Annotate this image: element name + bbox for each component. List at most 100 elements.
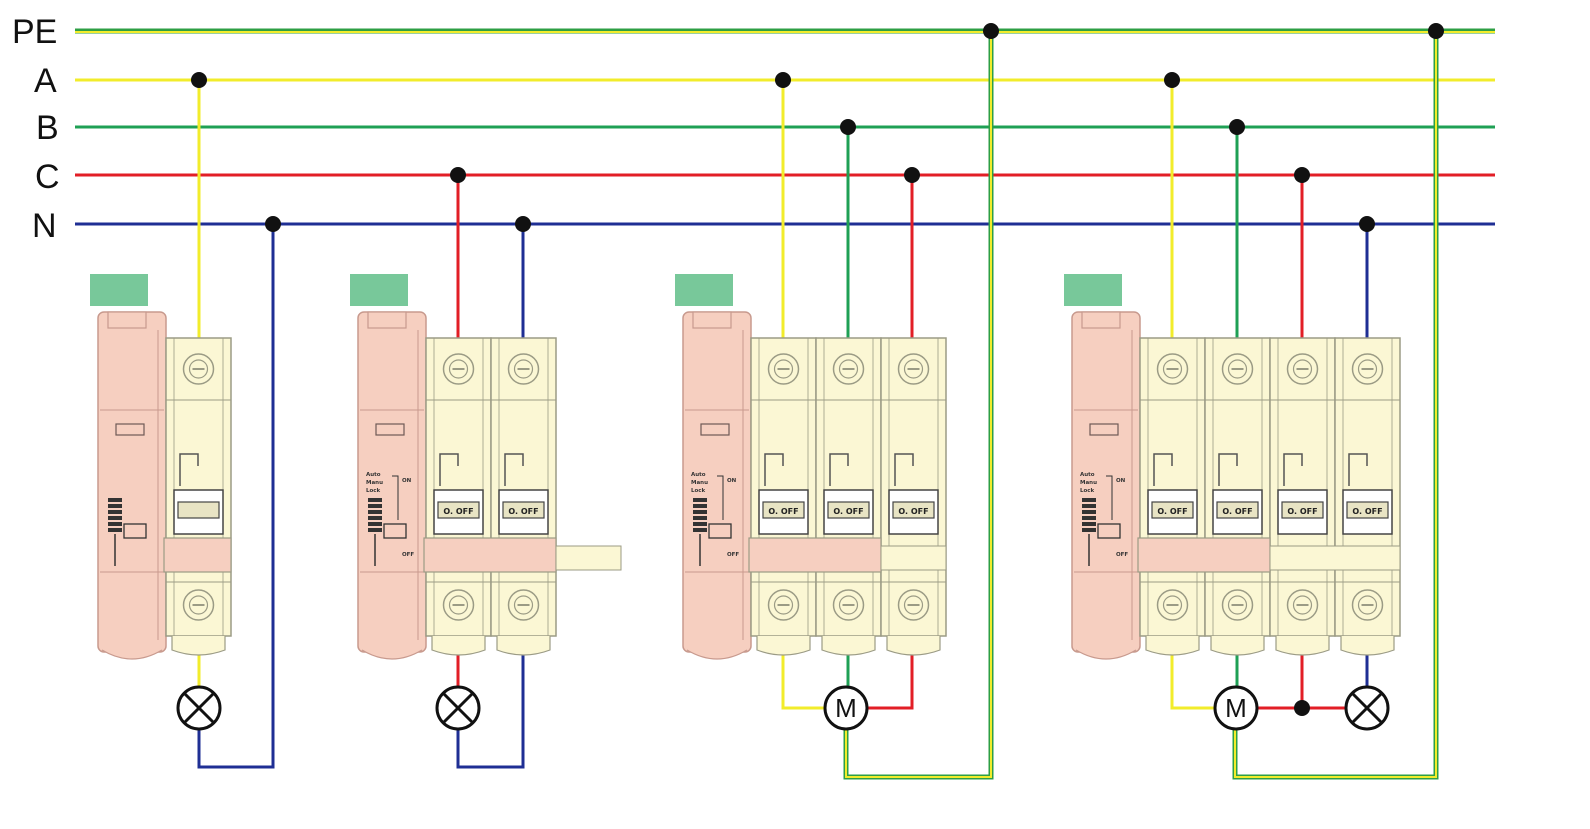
aux-bracket: [717, 475, 724, 520]
pole-handle: [1151, 501, 1194, 519]
pole-body: [1269, 337, 1336, 637]
pole-off-label: O. OFF: [1287, 507, 1317, 516]
bus-label-pe: PE: [12, 13, 57, 51]
terminal-screw-ring: [903, 359, 924, 379]
aux-indicator: [708, 523, 732, 539]
motor-symbol: M: [823, 685, 869, 731]
motor-circle: [823, 685, 869, 731]
aux-off-label: OFF: [402, 552, 414, 558]
bus-label-a: A: [34, 62, 57, 100]
pole-off-label: O. OFF: [898, 507, 928, 516]
aux-knob-ridge: [693, 528, 707, 532]
junction-dot: [775, 72, 791, 88]
aux-bottom-clip: [1075, 649, 1137, 660]
aux-indicator: [1097, 523, 1121, 539]
wire-pe-4-stripe: [1234, 31, 1437, 778]
aux-top-clip: [692, 311, 732, 329]
pole-body: [1139, 337, 1206, 637]
aux-knob-ridge: [108, 504, 122, 508]
aux-knob-ridge: [1082, 504, 1096, 508]
junction-dot: [450, 167, 466, 183]
pole-1: [165, 337, 232, 656]
aux-top-clip: [1081, 311, 1121, 329]
pole-bottom-clip: [886, 636, 941, 656]
aux-knob-ridge: [368, 510, 382, 514]
pole-off-label: O. OFF: [833, 507, 863, 516]
trip-bar: [748, 537, 882, 573]
pole-bottom-clip: [1210, 636, 1265, 656]
terminal-screw-ring: [448, 595, 469, 615]
pole-hook: [1153, 453, 1173, 486]
trip-bar-ext: [880, 545, 947, 571]
pole-bottom-clip: [1340, 636, 1395, 656]
terminal-screw-ring: [773, 595, 794, 615]
pole-off-label: O. OFF: [1222, 507, 1252, 516]
terminal-screw-ring: [1292, 595, 1313, 615]
aux-mode-label: Manu: [1080, 480, 1097, 486]
pole-hook: [1348, 453, 1368, 486]
pole-bottom-clip: [496, 636, 551, 656]
motor-label: M: [1225, 693, 1247, 723]
junction-dots: [191, 23, 1444, 716]
handle-cap: [350, 274, 408, 306]
trip-bar: [1137, 537, 1271, 573]
trip-bar-ext: [1269, 545, 1401, 571]
aux-knob-ridge: [108, 510, 122, 514]
pole-4: O. OFF: [1334, 337, 1401, 656]
pole-bottom-clip: [1275, 636, 1330, 656]
pole-hook: [439, 453, 459, 486]
junction-dot: [1294, 167, 1310, 183]
aux-mode-label: Auto: [691, 472, 706, 478]
pole-off-label: O. OFF: [1352, 507, 1382, 516]
pole-handle: [1346, 501, 1389, 519]
aux-on-label: ON: [1116, 478, 1126, 484]
pole-hook: [179, 453, 199, 486]
junction-dot: [1294, 700, 1310, 716]
wire-pe-3-stripe: [845, 31, 992, 778]
aux-mode-label: Auto: [366, 472, 381, 478]
pole-1: O. OFF: [750, 337, 817, 656]
terminal-screw-ring: [1357, 595, 1378, 615]
aux-knob-ridge: [368, 516, 382, 520]
bus-label-b: B: [36, 109, 59, 147]
pole-3: O. OFF: [880, 337, 947, 656]
aux-bottom-clip: [361, 649, 423, 660]
pole-handle: [762, 501, 805, 519]
aux-module: [97, 311, 167, 653]
aux-indicator: [123, 523, 147, 539]
pole-2: O. OFF: [490, 337, 557, 656]
handle-cap: [90, 274, 148, 306]
pole-handle: [1281, 501, 1324, 519]
aux-knob-ridge: [693, 504, 707, 508]
junction-dot: [515, 216, 531, 232]
aux-knob-ridge: [1082, 510, 1096, 514]
aux-knob-ridge: [108, 498, 122, 502]
pole-hook: [829, 453, 849, 486]
aux-indicator: [383, 523, 407, 539]
aux-mode-label: Auto: [1080, 472, 1095, 478]
pole-body: [880, 337, 947, 637]
aux-knob-ridge: [1082, 498, 1096, 502]
trip-bar: [423, 537, 557, 573]
lamp-cross: [183, 692, 215, 724]
pole-handle: [827, 501, 870, 519]
pole-hook: [504, 453, 524, 486]
pole-bottom-clip: [756, 636, 811, 656]
pole-hook: [894, 453, 914, 486]
junction-dot: [904, 167, 920, 183]
aux-bottom-clip: [101, 649, 163, 660]
bus-label-n: N: [32, 207, 57, 245]
pole-handle: [1216, 501, 1259, 519]
aux-on-label: ON: [402, 478, 412, 484]
trip-bar-ext: [555, 545, 622, 571]
aux-knob-ridge: [693, 522, 707, 526]
junction-dot: [1428, 23, 1444, 39]
trip-bar: [163, 537, 232, 573]
pole-bottom-clip: [821, 636, 876, 656]
terminal-screw-ring: [1162, 359, 1183, 379]
aux-top-clip: [367, 311, 407, 329]
terminal-screw-ring: [1162, 595, 1183, 615]
pole-handle: [892, 501, 935, 519]
aux-knob-ridge: [1082, 528, 1096, 532]
